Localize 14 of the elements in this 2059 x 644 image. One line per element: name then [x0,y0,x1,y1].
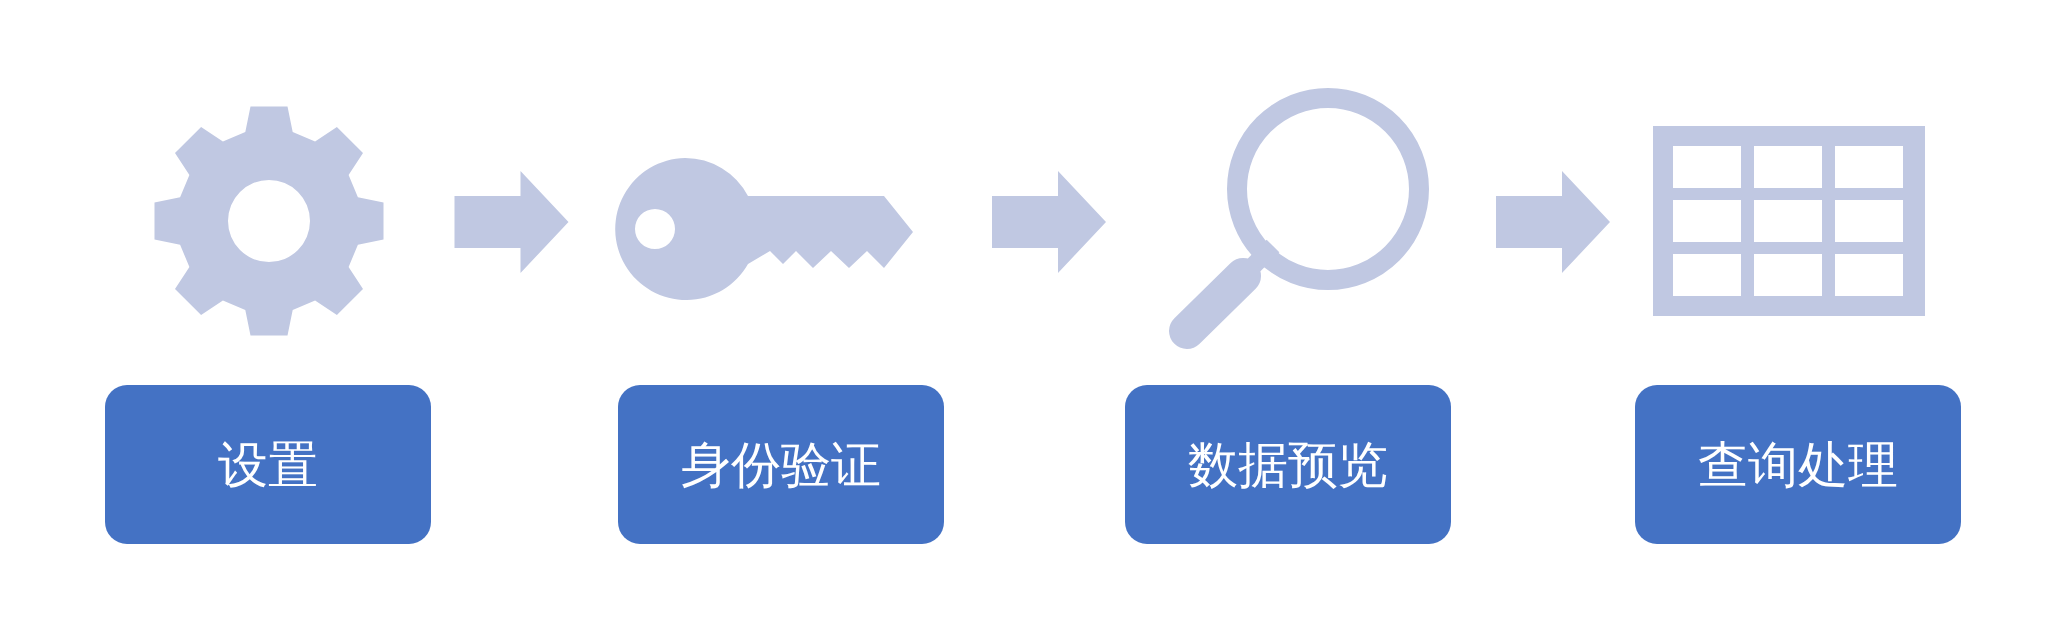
block-arrow [992,171,1106,273]
step-box [1635,385,1961,544]
gear-icon [152,104,386,338]
step-label: 设置 [218,439,318,490]
table-icon [1653,126,1925,316]
block-arrow [1496,171,1610,273]
step-label: 身份验证 [681,439,881,490]
step-label: 数据预览 [1188,439,1388,490]
step-box [618,385,944,544]
step-box [1125,385,1451,544]
block-arrow [454,171,569,273]
key-icon [613,158,913,301]
step-label: 查询处理 [1698,439,1898,490]
step-box [105,385,431,544]
